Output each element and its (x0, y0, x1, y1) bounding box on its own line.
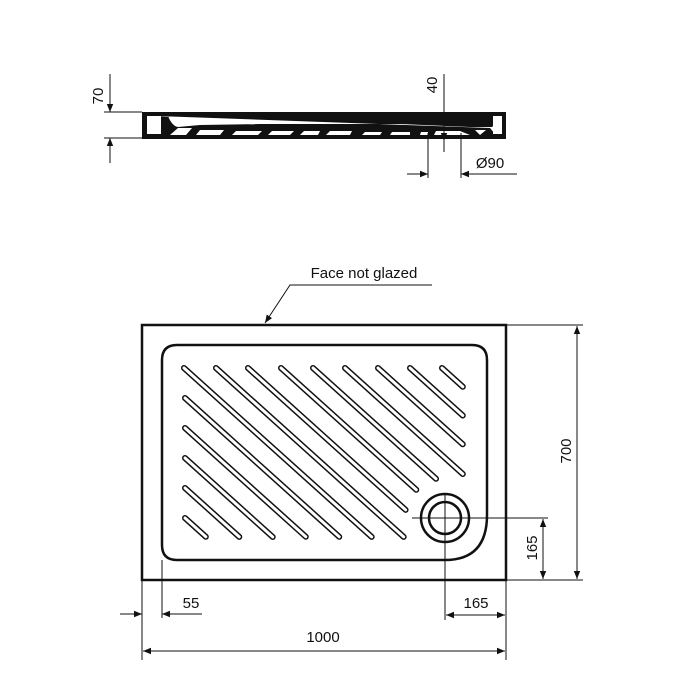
tray-outline (140, 323, 508, 582)
drain-offset-x-label: 165 (463, 595, 488, 612)
width-label: 1000 (306, 629, 339, 646)
groove-slot (440, 366, 465, 389)
drain-depth-label: 40 (424, 77, 441, 94)
section-cavities (147, 116, 502, 135)
anti-slip-grooves (181, 365, 466, 540)
groove-slot (214, 366, 406, 539)
side-view: 70 40 Ø90 (90, 74, 517, 178)
tray-section-top (157, 116, 502, 134)
groove-slot (343, 366, 465, 476)
drain-offset-y-label: 165 (524, 535, 541, 560)
groove-slot (376, 366, 465, 446)
groove-slot (183, 486, 241, 539)
groove-slot (183, 516, 208, 539)
groove-slot (279, 366, 418, 492)
face-not-glazed-note: Face not glazed (311, 265, 418, 282)
rim-width-label: 55 (183, 595, 200, 612)
groove-slot (246, 366, 408, 512)
groove-slot (183, 396, 341, 539)
top-view: Face not glazed 700 165 55 165 1000 (120, 265, 583, 660)
depth-label: 700 (558, 438, 575, 463)
groove-slot (183, 426, 308, 539)
side-height-label: 70 (90, 88, 107, 105)
groove-slot (311, 366, 438, 481)
groove-slot (182, 366, 374, 539)
groove-slot (408, 366, 465, 417)
groove-slot (183, 456, 275, 539)
note-leader-line (264, 284, 432, 324)
drain-diameter-label: Ø90 (476, 155, 504, 172)
